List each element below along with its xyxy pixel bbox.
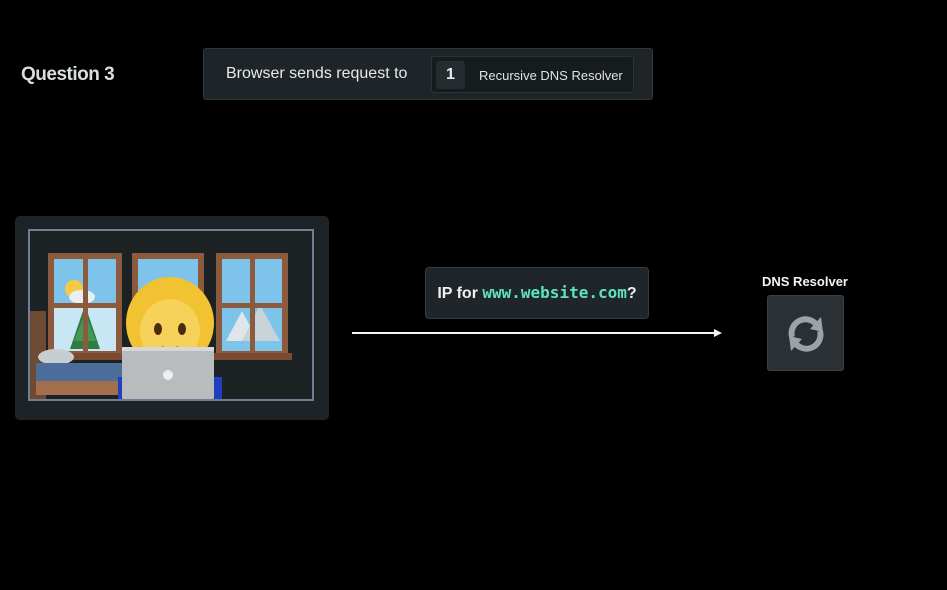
answer-slot[interactable]: 1 Recursive DNS Resolver: [431, 56, 634, 93]
person-with-laptop-illustration: [28, 229, 314, 401]
query-domain: www.website.com: [482, 283, 627, 302]
banner-prompt: Browser sends request to: [226, 65, 408, 82]
question-banner: Browser sends request to 1 Recursive DNS…: [203, 48, 653, 100]
answer-number-badge: 1: [436, 61, 465, 89]
window-left-icon: [44, 253, 126, 360]
query-prefix: IP for: [437, 285, 483, 302]
question-title: Question 3: [21, 64, 115, 85]
answer-label: Recursive DNS Resolver: [479, 68, 623, 83]
laptop-icon: [122, 347, 214, 399]
refresh-icon: [788, 316, 824, 352]
query-suffix: ?: [626, 285, 637, 302]
bed-icon: [30, 311, 126, 399]
dns-resolver-label: DNS Resolver: [762, 274, 848, 289]
request-arrow-icon: [352, 329, 722, 337]
user-computer-card: [15, 216, 329, 420]
window-right-icon: [212, 253, 292, 360]
room-scene-icon: [30, 231, 312, 399]
dns-resolver-node: [767, 295, 844, 371]
dns-query-bubble: IP for www.website.com?: [425, 267, 649, 319]
